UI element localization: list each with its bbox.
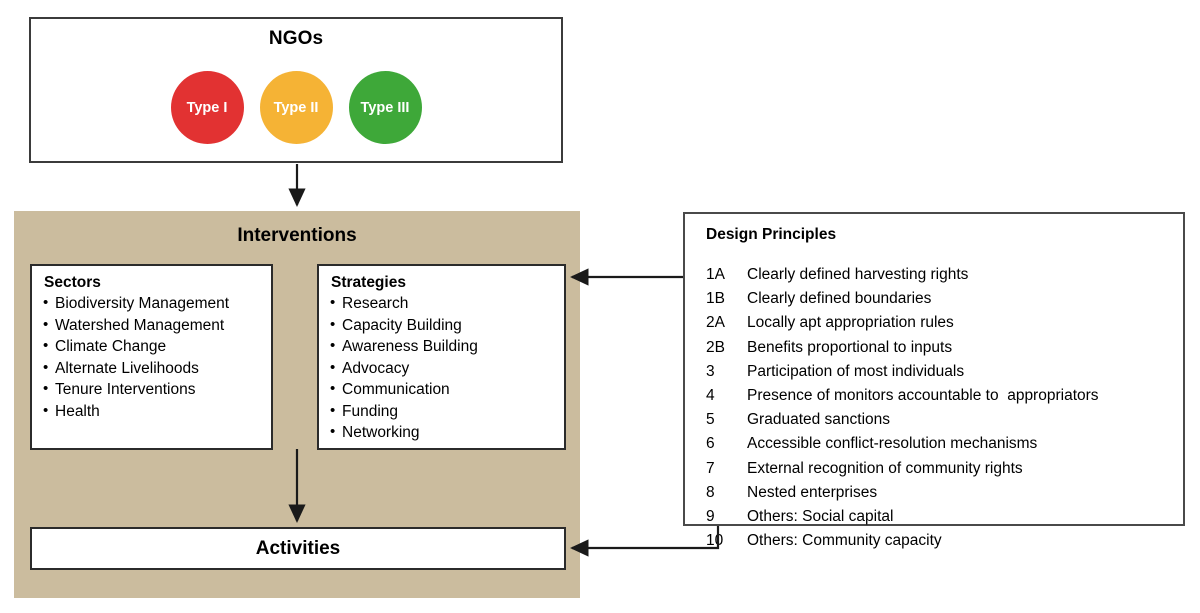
strategies-heading: Strategies [331,274,406,291]
design-principle-text: Nested enterprises [747,483,878,501]
list-item: Health [42,400,261,423]
list-item: Awareness Building [329,335,554,358]
design-principle-number: 2A [706,314,725,332]
design-principle-text: Presence of monitors accountable to appr… [747,387,1099,405]
design-principle-number: 1B [706,290,725,308]
activities-label: Activities [255,537,341,559]
arrow-design-principles-to-activities [570,526,720,557]
design-principle-row: 3 Participation of most individuals [706,360,1183,384]
design-principle-row: 2A Locally apt appropriation rules [706,311,1183,335]
list-item: Research [329,292,554,315]
design-principle-text: Clearly defined harvesting rights [747,266,969,283]
design-principle-text: Benefits proportional to inputs [747,338,953,356]
design-principle-text: Others: Community capacity [747,532,942,550]
sectors-card: Sectors Biodiversity ManagementWatershed… [30,264,273,450]
list-item: Biodiversity Management [42,292,261,315]
design-principle-number: 4 [706,387,715,405]
ngo-type-circle-3: Type III [348,71,422,144]
ngo-type-label-3: Type III [360,99,410,116]
design-principle-row: 8 Nested enterprises [706,481,1183,505]
design-principle-row: 5 Graduated sanctions [706,408,1183,432]
design-principle-number: 10 [706,532,724,550]
design-principle-text: Clearly defined boundaries [747,290,932,308]
strategies-card: Strategies ResearchCapacity BuildingAwar… [317,264,566,450]
list-item: Advocacy [329,357,554,380]
interventions-title: Interventions [237,225,357,246]
list-item: Climate Change [42,335,261,358]
ngo-type-circle-group: Type I Type II Type III [31,71,561,144]
design-principle-row: 4 Presence of monitors accountable to app… [706,384,1183,408]
sectors-list: Biodiversity ManagementWatershed Managem… [42,292,261,423]
design-principle-text: Others: Social capital [747,508,894,526]
design-principle-text: External recognition of community rights [747,459,1023,477]
design-principles-panel: Design Principles 1A Clearly defined harv… [683,212,1185,549]
design-principle-row: 2B Benefits proportional to inputs [706,336,1183,360]
design-principle-row: 7 External recognition of community right… [706,457,1183,481]
design-principle-row: 9 Others: Social capital [706,505,1183,529]
list-item: Watershed Management [42,314,261,337]
design-principles-title: Design Principles [706,226,837,243]
design-principle-number: 1A [706,266,725,283]
design-principle-row: 1B Clearly defined boundaries [706,287,1183,311]
design-principle-row: 1A Clearly defined harvesting rights [706,263,1183,287]
design-principles-list: 1A Clearly defined harvesting rights 1B Cle… [706,263,1183,553]
ngo-type-circle-2: Type II [259,71,333,144]
design-principle-row: 6 Accessible conflict-resolution mechanis… [706,432,1183,456]
ngo-type-circle-1: Type I [170,71,244,144]
sectors-heading: Sectors [44,274,101,291]
activities-box: Activities [30,527,566,570]
design-principle-text: Accessible conflict-resolution mechanism… [747,435,1038,453]
list-item: Networking [329,421,554,444]
ngo-type-label-1: Type I [186,99,228,116]
ngo-panel-title: NGOs [268,28,324,49]
list-item: Communication [329,378,554,401]
design-principle-number: 3 [706,362,715,380]
ngo-panel: NGOs Type I Type II Type III [29,17,563,163]
design-principle-number: 8 [706,483,715,501]
design-principle-number: 7 [706,459,715,477]
design-principle-row: 10 Others: Community capacity [706,529,1183,553]
design-principle-number: 9 [706,508,715,526]
design-principle-number: 5 [706,411,715,429]
list-item: Capacity Building [329,314,554,337]
design-principle-text: Locally apt appropriation rules [747,314,954,332]
strategies-list: ResearchCapacity BuildingAwareness Build… [329,292,554,444]
design-principle-number: 6 [706,435,715,453]
list-item: Tenure Interventions [42,378,261,401]
list-item: Alternate Livelihoods [42,357,261,380]
design-principle-number: 2B [706,338,725,356]
design-principle-text: Participation of most individuals [747,362,965,380]
design-principle-text: Graduated sanctions [747,411,891,429]
ngo-type-label-2: Type II [273,99,319,116]
list-item: Funding [329,400,554,423]
